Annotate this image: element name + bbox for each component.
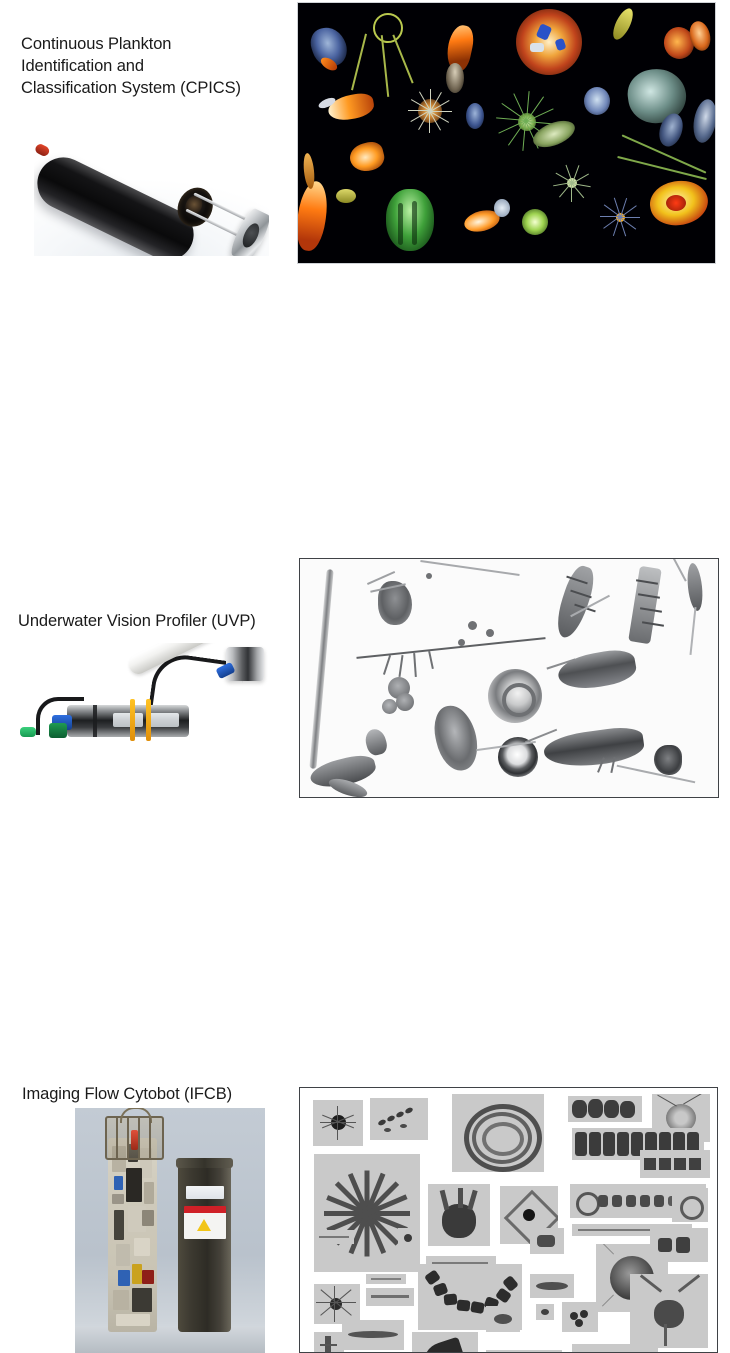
roi-thumbnail [672, 1188, 708, 1222]
roi-thumbnail [313, 1100, 363, 1146]
plankton-silhouette [382, 699, 397, 714]
plankton-internal-structure [666, 195, 686, 211]
ifcb-cage-top [105, 1108, 164, 1160]
roi-thumbnail [314, 1332, 344, 1352]
uvp-sample-images [299, 558, 719, 798]
uvp-main-housing [67, 705, 189, 737]
roi-thumbnail [530, 1228, 564, 1254]
plankton-node [426, 573, 432, 579]
ifcb-manufacturer-label [186, 1186, 224, 1199]
uvp-housing-band [93, 705, 97, 737]
uvp-yellow-strap [146, 699, 151, 741]
plankton-silhouette [396, 693, 414, 711]
ifcb-internal-components [108, 1138, 157, 1332]
plankton-specimen [550, 161, 594, 205]
plankton-internal-structure [412, 201, 417, 245]
ifcb-pressure-housing [176, 1158, 233, 1332]
ifcb-red-component [131, 1130, 138, 1150]
ifcb-housing-collar [176, 1158, 233, 1168]
roi-thumbnail [412, 1332, 478, 1352]
plankton-specimen [402, 83, 458, 139]
warning-triangle-icon [197, 1219, 211, 1231]
cpics-lens [171, 181, 220, 233]
plankton-specimen [598, 195, 642, 239]
plankton-internal-structure [502, 683, 536, 717]
plankton-specimen [347, 139, 387, 175]
roi-thumbnail [572, 1344, 658, 1352]
uvp-cable [36, 697, 84, 735]
ifcb-open-chassis [108, 1138, 157, 1332]
plankton-specimen [516, 9, 582, 75]
plankton-specimen [326, 91, 376, 123]
plankton-specimen [584, 87, 610, 115]
plankton-specimen [609, 5, 637, 43]
cpics-instrument-photo [34, 128, 269, 256]
plankton-appendage [380, 35, 390, 97]
plankton-specimen [336, 189, 356, 203]
roi-thumbnail [366, 1274, 406, 1284]
plankton-specimen [522, 209, 548, 235]
roi-thumbnail [314, 1154, 420, 1272]
plankton-node [486, 629, 494, 637]
plankton-inclusion [530, 43, 544, 52]
uvp-instrument-photo [12, 643, 292, 761]
ifcb-lift-handle [120, 1108, 152, 1123]
roi-thumbnail [630, 1274, 708, 1348]
instrument-label-ifcb: Imaging Flow Cytobot (IFCB) [22, 1085, 233, 1103]
plankton-specimen [466, 103, 484, 129]
roi-thumbnail [650, 1228, 708, 1262]
ifcb-bench-surface [75, 1327, 265, 1353]
cpics-housing [34, 148, 203, 256]
uvp-housing-label [149, 713, 179, 727]
plankton-appendage [392, 34, 414, 84]
roi-thumbnail [342, 1320, 404, 1350]
plankton-specimen [373, 13, 403, 43]
roi-thumbnail [452, 1094, 544, 1172]
plankton-node [458, 639, 465, 646]
plankton-specimen [298, 179, 331, 253]
plankton-specimen [690, 97, 715, 145]
ifcb-instrument-photo [75, 1108, 265, 1353]
plankton-specimen [494, 89, 558, 153]
roi-thumbnail [398, 1228, 418, 1248]
instrument-label-cpics: Continuous Plankton Identification and C… [21, 35, 241, 97]
plankton-silhouette [654, 745, 682, 775]
ifcb-sample-images [299, 1087, 718, 1353]
roi-thumbnail [486, 1306, 520, 1332]
ifcb-laser-warning-label [184, 1206, 226, 1239]
uvp-green-connector [49, 723, 67, 738]
plankton-specimen [494, 199, 510, 217]
plankton-appendage [351, 33, 367, 91]
plankton-internal-structure [398, 203, 403, 245]
plankton-specimen [386, 189, 434, 251]
roi-thumbnail [536, 1304, 554, 1320]
roi-thumbnail [640, 1150, 710, 1178]
roi-thumbnail [562, 1302, 598, 1332]
plankton-node [468, 621, 477, 630]
instrument-row-cpics: Continuous Plankton Identification and C… [0, 0, 730, 270]
instrument-row-ifcb: Imaging Flow Cytobot (IFCB) [0, 535, 730, 1353]
uvp-green-connector [20, 727, 36, 737]
instrument-row-uvp: Underwater Vision Profiler (UVP) [0, 275, 730, 798]
roi-thumbnail [530, 1274, 574, 1298]
plankton-specimen [446, 63, 464, 93]
cpics-sample-images [297, 2, 716, 264]
roi-thumbnail [314, 1230, 354, 1244]
uvp-housing-label [113, 713, 143, 727]
cpics-red-endplug [34, 142, 51, 158]
instrument-label-uvp: Underwater Vision Profiler (UVP) [18, 612, 256, 630]
roi-thumbnail [366, 1288, 414, 1306]
uvp-yellow-strap [130, 699, 135, 741]
uvp-camera-head [226, 647, 264, 681]
roi-thumbnail [370, 1098, 428, 1140]
roi-thumbnail [314, 1284, 360, 1324]
slide-canvas: Continuous Plankton Identification and C… [0, 0, 730, 832]
plankton-specimen [302, 152, 316, 190]
roi-thumbnail [428, 1184, 490, 1246]
roi-thumbnail [568, 1096, 642, 1122]
